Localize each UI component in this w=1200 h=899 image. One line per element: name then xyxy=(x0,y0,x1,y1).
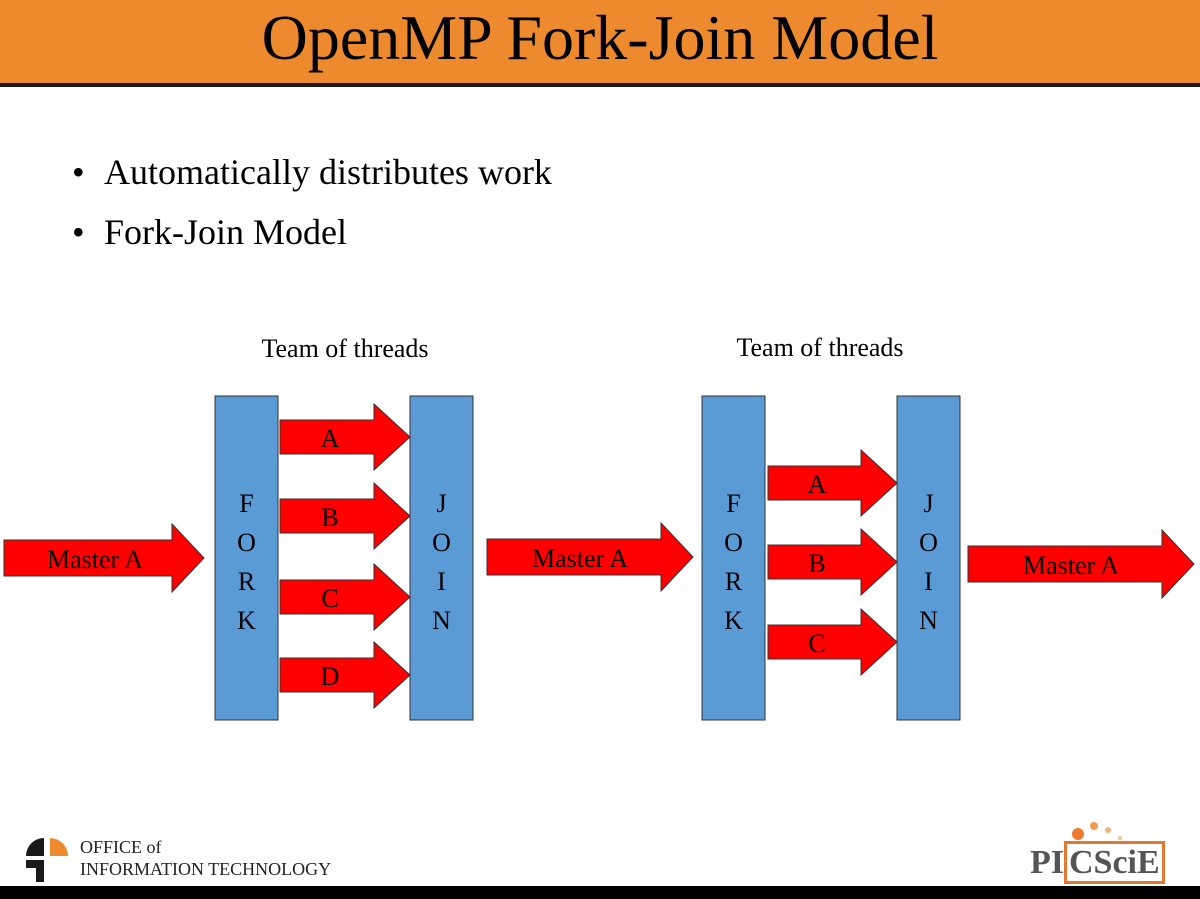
join-block-letter: O xyxy=(432,528,451,557)
bullet-text: Automatically distributes work xyxy=(104,152,552,192)
master-arrow xyxy=(967,528,1195,600)
picscie-boxed: CSciE xyxy=(1064,841,1165,884)
thread-label: A xyxy=(808,470,827,499)
slide-title: OpenMP Fork-Join Model xyxy=(261,1,939,73)
picscie-prefix: PI xyxy=(1030,844,1064,881)
thread-label: B xyxy=(808,549,825,578)
thread-arrow xyxy=(279,562,411,632)
thread-arrow xyxy=(767,607,898,677)
thread-arrow xyxy=(767,448,898,518)
fork-block-letter: K xyxy=(724,606,743,635)
fork-block-letter: F xyxy=(239,489,253,518)
join-block-letter: N xyxy=(919,606,938,635)
join-block-letter: J xyxy=(923,489,933,518)
master-arrow-label: Master A xyxy=(532,544,628,573)
master-arrow xyxy=(486,521,694,593)
oit-line1: OFFICE of xyxy=(80,837,162,857)
title-bar: OpenMP Fork-Join Model xyxy=(0,0,1200,87)
footer-bar xyxy=(0,886,1200,899)
fork-block-letter: R xyxy=(725,567,743,596)
thread-label: D xyxy=(321,662,340,691)
thread-arrow xyxy=(767,527,898,597)
oit-wordmark: OFFICE of INFORMATION TECHNOLOGY xyxy=(80,836,331,880)
bullet-item: • Fork-Join Model xyxy=(72,210,552,270)
join-block-letter: J xyxy=(436,489,446,518)
join-block xyxy=(896,395,961,721)
bullet-icon: • xyxy=(72,212,85,252)
fork-block xyxy=(214,395,279,721)
thread-label: C xyxy=(808,629,825,658)
thread-arrow xyxy=(279,640,411,710)
fork-block-letter: R xyxy=(238,567,256,596)
join-block-letter: I xyxy=(437,567,446,596)
fork-block xyxy=(701,395,766,721)
bullet-icon: • xyxy=(72,152,85,192)
join-block xyxy=(409,395,474,721)
fork-block-letter: O xyxy=(724,528,743,557)
thread-label: B xyxy=(321,503,338,532)
master-arrow-label: Master A xyxy=(47,545,143,574)
team-label: Team of threads xyxy=(736,333,903,362)
picscie-dots-icon xyxy=(1072,822,1122,840)
join-block-letter: I xyxy=(924,567,933,596)
join-block-letter: N xyxy=(432,606,451,635)
fork-block-letter: F xyxy=(726,489,740,518)
team-label: Team of threads xyxy=(261,334,428,363)
oit-logo-icon xyxy=(26,838,68,882)
master-arrow-label: Master A xyxy=(1023,551,1119,580)
thread-arrow xyxy=(279,402,411,472)
bullet-text: Fork-Join Model xyxy=(104,212,347,252)
master-arrow xyxy=(3,522,205,594)
bullet-item: • Automatically distributes work xyxy=(72,150,552,210)
join-block-letter: O xyxy=(919,528,938,557)
fork-block-letter: O xyxy=(237,528,256,557)
oit-line2: INFORMATION TECHNOLOGY xyxy=(80,859,332,879)
thread-arrow xyxy=(279,481,411,551)
thread-label: C xyxy=(321,584,338,613)
bullet-list: • Automatically distributes work • Fork-Jo… xyxy=(72,150,552,270)
thread-label: A xyxy=(321,424,340,453)
fork-block-letter: K xyxy=(237,606,256,635)
